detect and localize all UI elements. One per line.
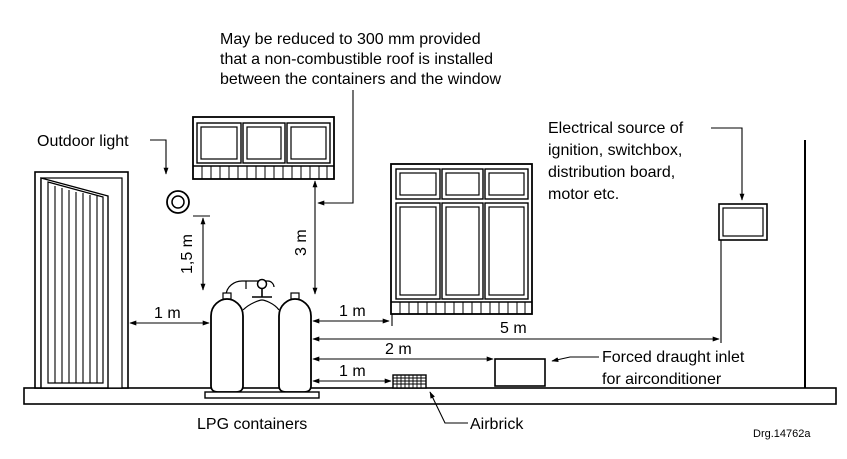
dim-window-horizontal-label: 1 m — [339, 303, 366, 320]
outdoor-light-label: Outdoor light — [37, 133, 129, 150]
forced-draught-line-1: Forced draught inlet — [602, 349, 745, 366]
drawing-number: Drg.14762a — [753, 428, 811, 440]
forced-draught-leader — [551, 356, 599, 363]
airbrick-leader — [429, 391, 468, 424]
roof-note-line-2: that a non-combustible roof is installed — [220, 51, 493, 68]
airbrick-label: Airbrick — [470, 416, 524, 433]
electrical-source-line-2: ignition, switchbox, — [548, 142, 682, 159]
dim-airbrick-label: 1 m — [339, 363, 366, 380]
outdoor-light-fixture — [166, 190, 190, 214]
dim-light-height-label: 1,5 m — [179, 234, 196, 274]
airbrick — [392, 374, 427, 389]
electrical-source-leader — [711, 127, 745, 201]
door — [34, 171, 129, 389]
dim-draught-inlet-label: 2 m — [385, 341, 412, 358]
roof-note-line-3: between the containers and the window — [220, 71, 502, 88]
roof-note-leader — [317, 90, 354, 206]
large-window — [390, 163, 533, 315]
dim-door-containers-label: 1 m — [154, 305, 181, 322]
electrical-source-box — [718, 203, 768, 241]
dim-electrical-label: 5 m — [500, 320, 527, 337]
forced-draught-inlet-box — [494, 358, 546, 387]
electrical-source-line-1: Electrical source of — [548, 120, 684, 137]
ground-slab — [23, 387, 837, 405]
roof-note-line-1: May be reduced to 300 mm provided — [220, 31, 481, 48]
lpg-containers-label: LPG containers — [197, 416, 307, 433]
electrical-source-line-3: distribution board, — [548, 164, 675, 181]
lpg-containers — [204, 278, 320, 399]
outdoor-light-leader — [150, 139, 169, 175]
dim-window-height-label: 3 m — [293, 229, 310, 256]
upper-window — [192, 116, 335, 180]
forced-draught-line-2: for airconditioner — [602, 371, 722, 388]
electrical-source-line-4: motor etc. — [548, 186, 619, 203]
